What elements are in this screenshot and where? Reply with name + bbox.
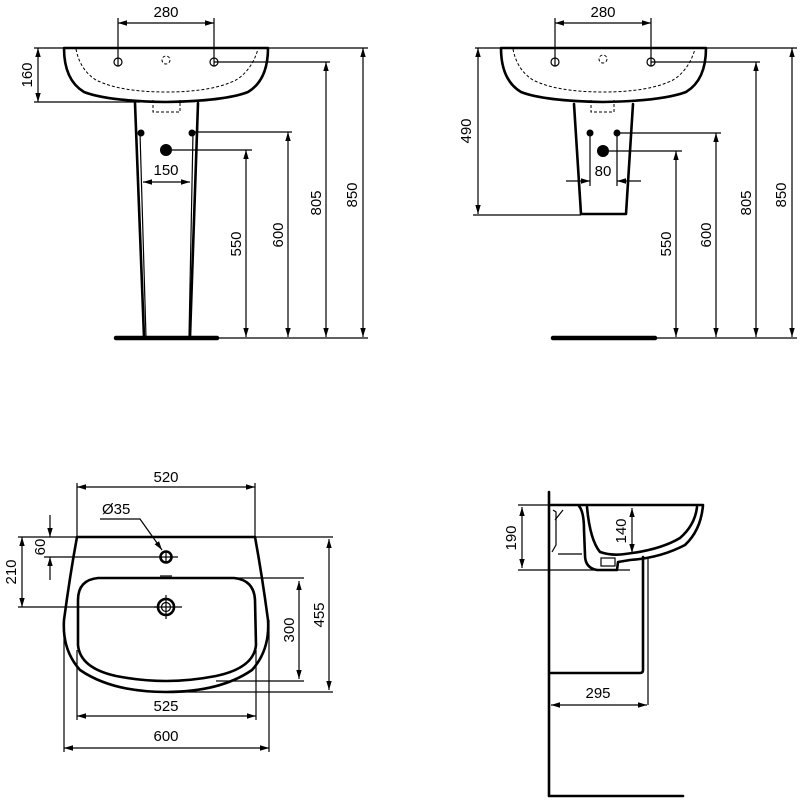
dim-overall-width: 600 <box>153 728 178 745</box>
dim-pipe-spacing: 80 <box>595 163 612 180</box>
dim-waste-height: 550 <box>228 231 245 256</box>
dim-basin-height: 190 <box>503 525 520 550</box>
dim-tap-height: 805 <box>308 190 325 215</box>
bowl-outline <box>76 576 258 683</box>
dim-supply-height: 600 <box>270 222 287 247</box>
semi-pedestal-section <box>549 555 645 675</box>
basin-outline <box>499 46 708 104</box>
semi-pedestal-outline <box>572 102 635 216</box>
dim-basin-height: 160 <box>19 62 36 87</box>
dim-pedestal-projection: 295 <box>585 685 610 702</box>
dim-waste-height: 550 <box>658 231 675 256</box>
basin-outline <box>62 46 270 104</box>
waste-hidden <box>152 100 181 113</box>
dim-bowl-width: 525 <box>153 698 178 715</box>
dim-tap-spacing: 280 <box>590 4 615 21</box>
waste-outlet <box>597 145 609 157</box>
supply-right <box>188 129 196 137</box>
dim-supply-height: 600 <box>698 222 715 247</box>
pedestal-outline <box>133 101 200 339</box>
side-section-view: 190 140 295 <box>503 490 705 798</box>
supply-left <box>137 129 145 137</box>
dim-tap-height: 805 <box>738 190 755 215</box>
basin-section <box>549 503 705 572</box>
dim-waste-offset: 210 <box>3 559 20 584</box>
dim-semi-pedestal-height: 490 <box>458 118 475 143</box>
front-pedestal-view: 280 160 150 550 600 805 850 <box>19 4 368 341</box>
front-semi-pedestal-view: 280 490 80 550 600 805 850 <box>458 4 797 341</box>
dim-back-width: 520 <box>153 469 178 486</box>
waste-outlet <box>160 144 172 156</box>
dim-tap-hole-offset: 60 <box>32 539 49 556</box>
dim-bowl-depth: 300 <box>281 617 298 642</box>
top-plan-view: 520 Ø35 60 210 300 455 525 600 <box>3 469 333 752</box>
overflow-hole <box>161 55 171 65</box>
dim-pipe-spacing: 150 <box>153 162 178 179</box>
dim-rim-height: 850 <box>344 182 361 207</box>
overflow-hole <box>598 54 608 64</box>
dim-tap-spacing: 280 <box>153 4 178 21</box>
dim-bowl-depth: 140 <box>613 518 630 543</box>
bowl-hidden-line <box>75 48 259 93</box>
dim-tap-hole-diameter: Ø35 <box>102 501 130 518</box>
dim-overall-depth: 455 <box>311 602 328 627</box>
dim-rim-height: 850 <box>773 182 790 207</box>
